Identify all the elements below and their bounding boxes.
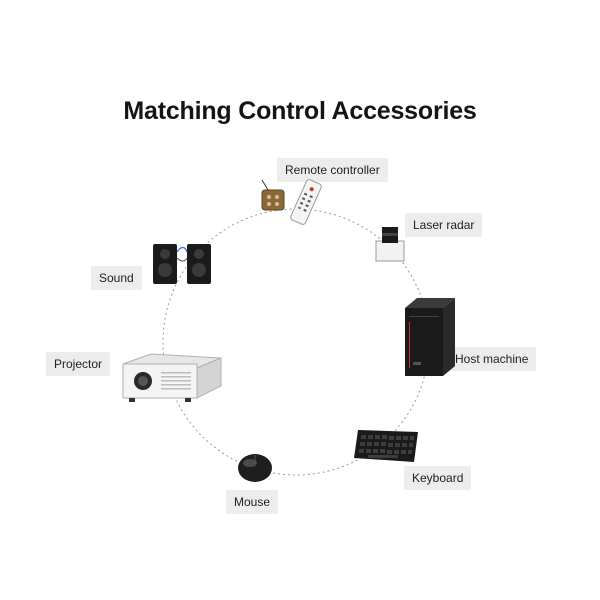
label-projector: Projector (46, 352, 111, 376)
host-machine-icon (405, 298, 455, 376)
mouse-icon (238, 454, 272, 482)
label-mouse: Mouse (226, 490, 279, 514)
label-remote-controller: Remote controller (277, 158, 388, 182)
laser-radar-icon (375, 227, 405, 262)
label-host-machine: Host machine (447, 347, 537, 371)
label-sound: Sound (91, 266, 142, 290)
keyboard-icon (354, 430, 418, 462)
sound-speakers-icon (153, 244, 211, 284)
label-keyboard: Keyboard (404, 466, 472, 490)
projector-icon (122, 353, 222, 402)
label-laser-radar: Laser radar (405, 213, 483, 237)
page-title: Matching Control Accessories (123, 97, 477, 125)
remote-controller-icon (261, 179, 322, 225)
